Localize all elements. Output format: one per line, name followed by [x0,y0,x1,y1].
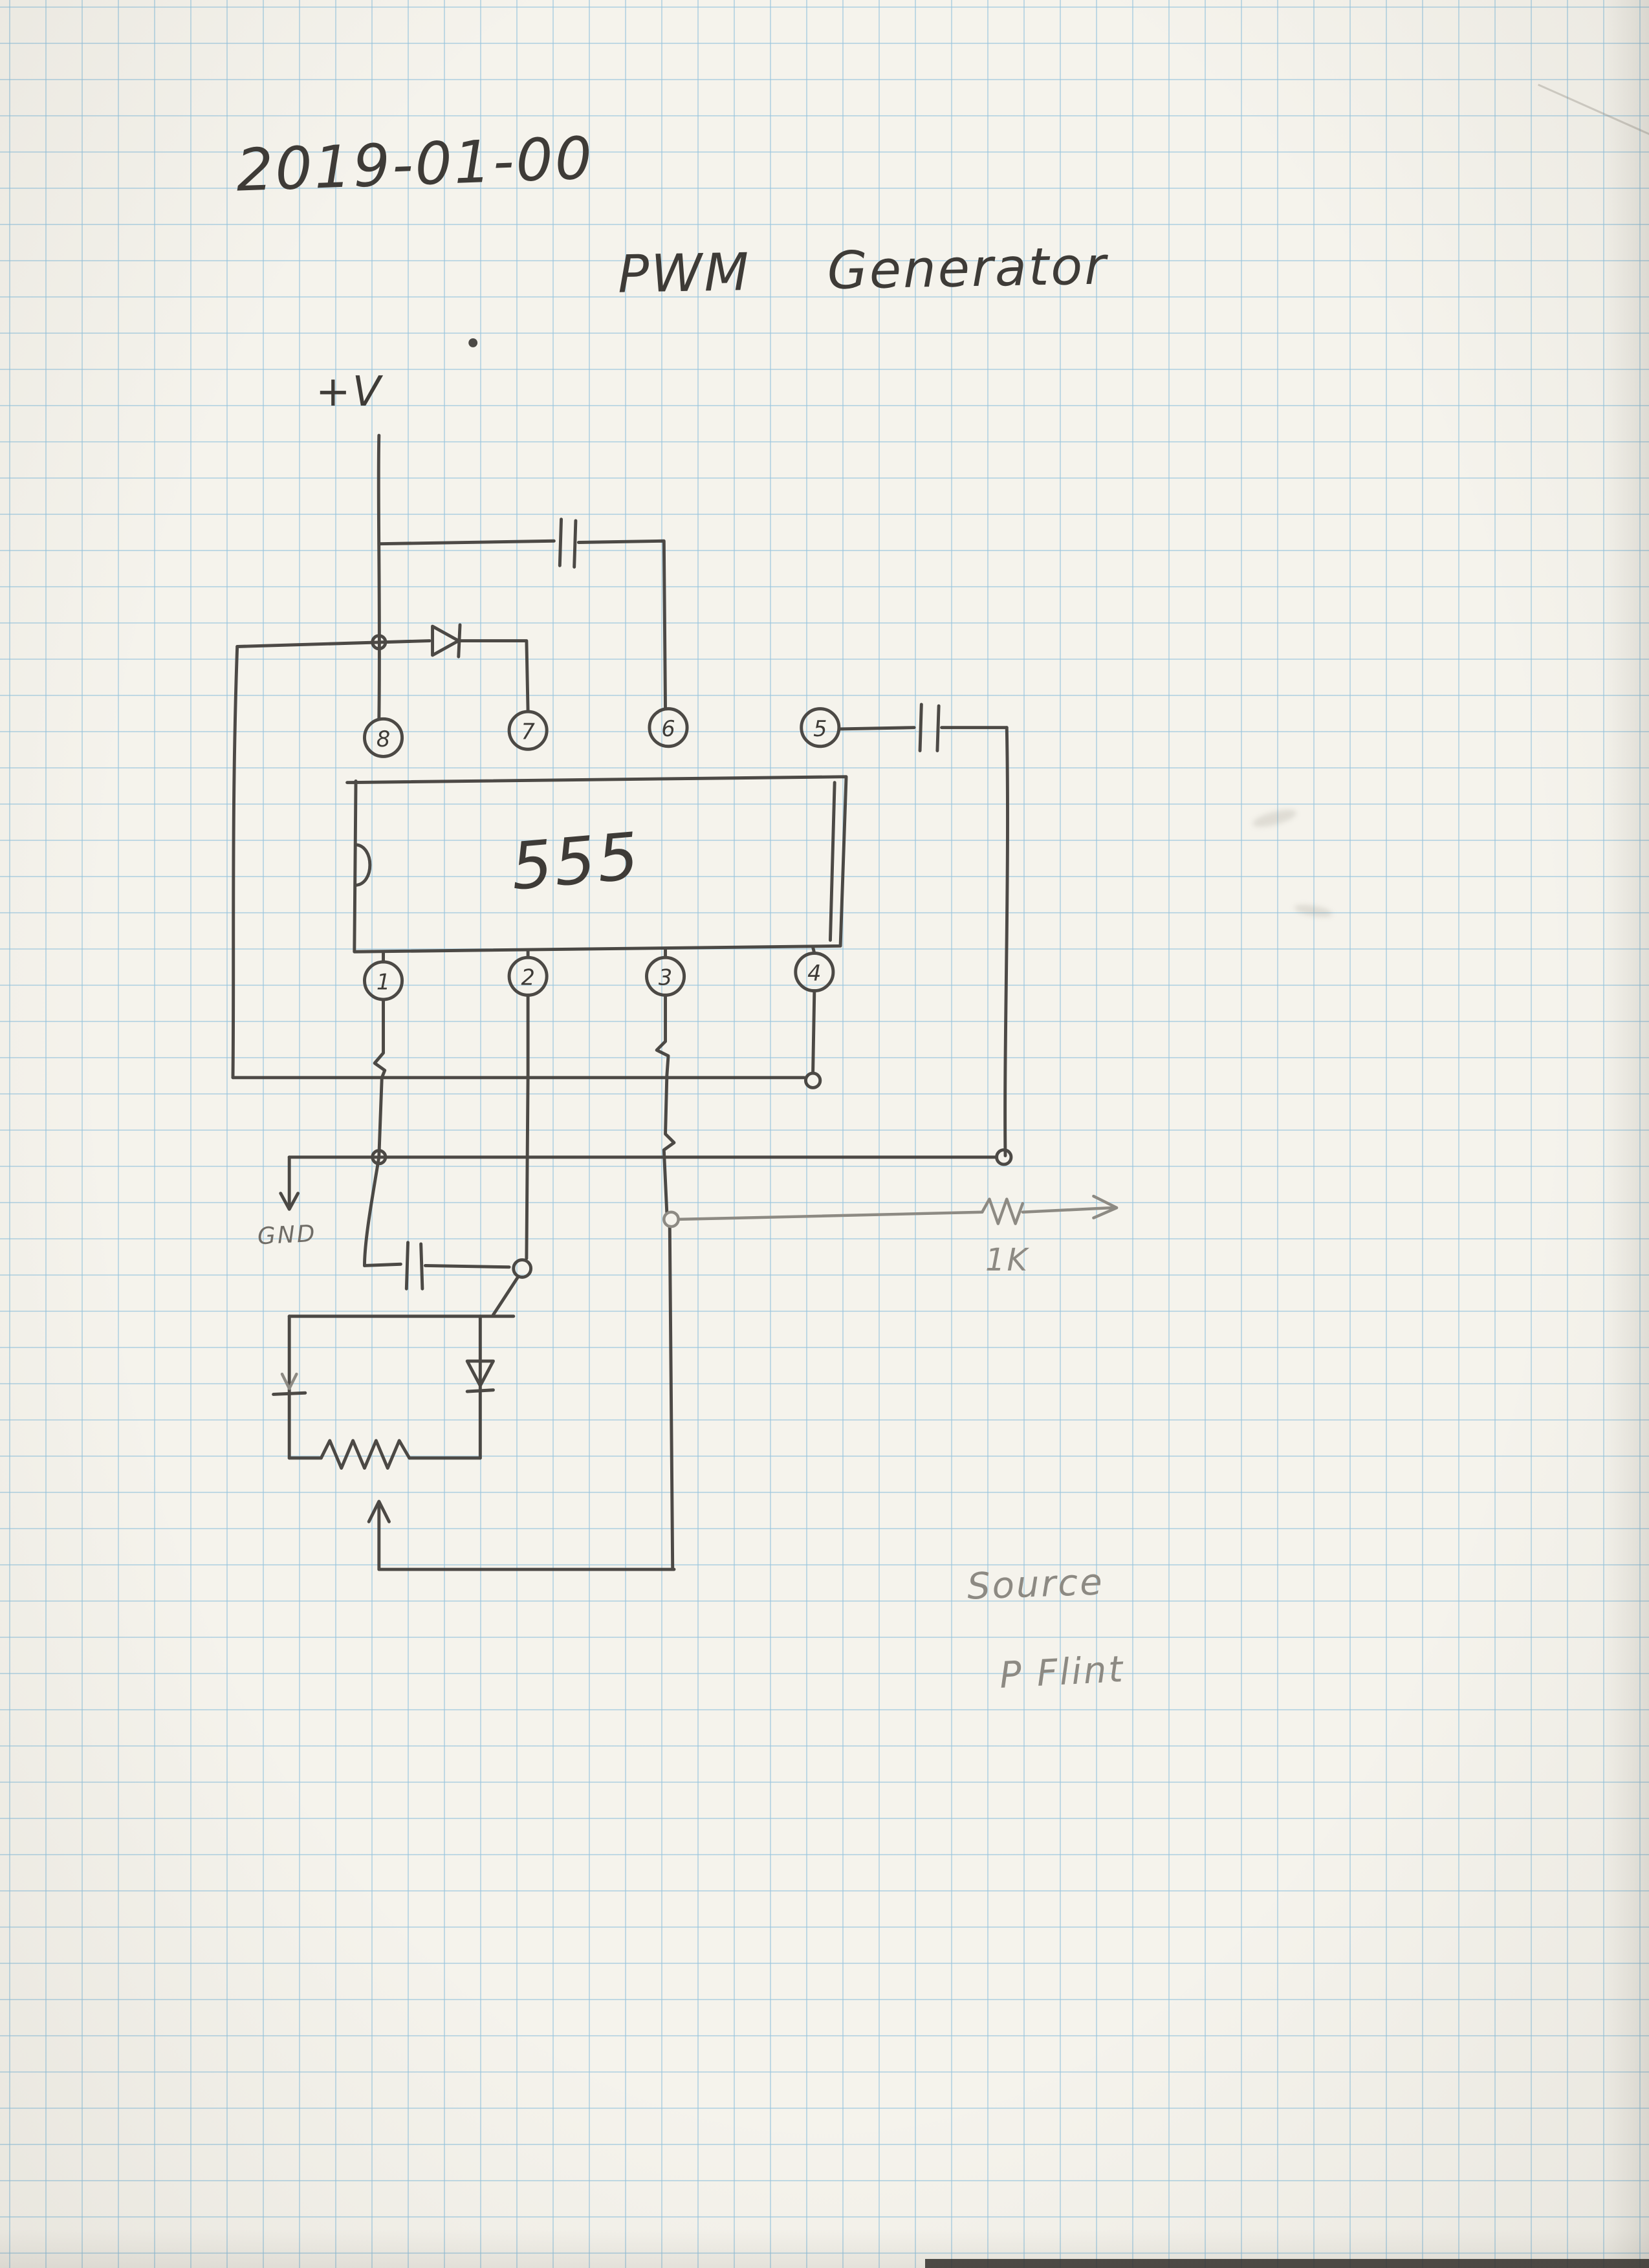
supply-label: +V [316,368,383,416]
pin-circle-5 [800,707,841,748]
pin-circle-8 [363,717,404,758]
wire-diode-to-pin7 [458,639,530,714]
wire-pin5-row [837,726,916,731]
wire-pin1-drop [373,998,387,1157]
ic-label: 555 [508,818,644,905]
ic-notch [354,843,372,887]
capacitor-symbol [404,1241,424,1291]
diode-symbol [431,623,462,659]
junction-dot [995,1148,1013,1166]
junction-dot [803,1071,822,1089]
junction-dot [662,1210,680,1228]
diode-arrowhead [280,1372,298,1390]
pin-label-8: 8 [377,726,390,752]
ground-label: GND [256,1220,318,1250]
wire-pin4-drop [811,989,816,1074]
ground-arrow [279,1192,300,1211]
wire-left-rail [231,645,239,1080]
source-label: Source [966,1561,1105,1608]
diode-bar [272,1391,307,1396]
page-title: PWM Generator [617,235,1108,305]
source-name: P Flint [998,1648,1126,1697]
pin-circle-7 [507,710,549,751]
ic-body-outline [345,775,848,954]
wire-pin3-drop [655,993,670,1078]
wire-top-cap-right [576,539,668,711]
scan-edge-artifact [925,2259,1649,2268]
resistor-label: 1K [985,1242,1030,1278]
output-wire [677,1210,984,1221]
potentiometer-symbol [319,1439,411,1470]
junction-dot [371,634,388,651]
wire-link [492,1275,519,1316]
wire-diode-row [235,639,431,648]
pin-label-1: 1 [377,969,390,994]
wire-pin2-drop [525,993,530,1260]
output-arrowhead [1092,1194,1119,1219]
wire-pin3-long [668,1225,675,1570]
pot-wiper-arrow [367,1499,391,1523]
capacitor-symbol [918,703,941,752]
wire-vplus-lead [377,433,381,721]
pin-label-7: 7 [521,719,535,745]
wire-right-rail [1003,726,1009,1157]
wire-cap2-left [363,1262,402,1267]
date-note: 2019-01-00 [235,124,595,205]
output-wire-2 [1021,1206,1114,1214]
pin-label-4: 4 [807,961,821,986]
capacitor-symbol [558,518,578,569]
diode-symbol [465,1359,495,1393]
junction-dot [512,1258,533,1279]
junction-dot [371,1149,388,1166]
wire-top-cap-left [377,539,556,546]
pin-label-3: 3 [659,965,672,990]
wire-pin3-ext [662,1076,676,1214]
pin-circle-6 [648,707,689,748]
pin-label-6: 6 [661,716,675,741]
pin-label-2: 2 [521,965,534,990]
wire-pin1-ext [363,1155,381,1267]
ic-pin-stubs [382,946,816,964]
resistor-symbol [980,1197,1025,1225]
pencil-layer [280,1194,1119,1390]
wire-cap2-right [423,1264,511,1269]
ink-layer [231,338,1013,1571]
pin-label-5: 5 [813,716,827,741]
pin-labels: 8 7 6 5 1 2 3 4 [377,716,827,994]
ink-speck [468,338,478,347]
ic-body-overdraw [828,781,836,942]
